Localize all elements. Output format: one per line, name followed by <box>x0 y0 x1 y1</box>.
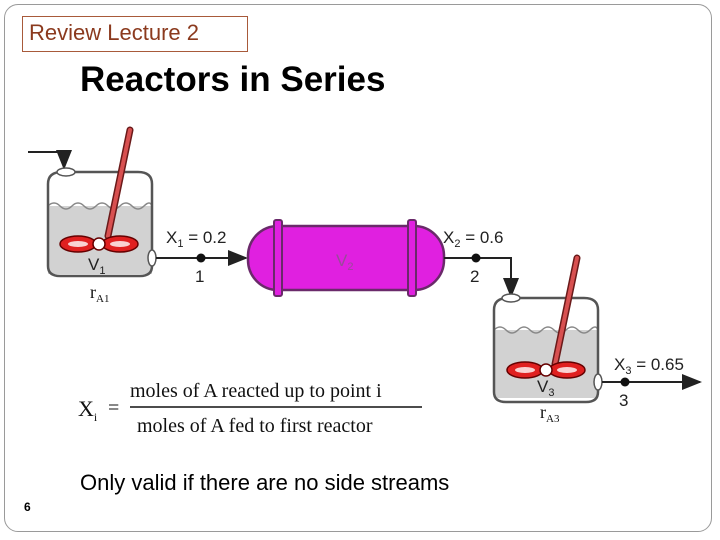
slide-number: 6 <box>24 500 31 514</box>
reactor-2-label: V <box>336 251 348 270</box>
point-2-label: 2 <box>470 267 479 286</box>
rate-1-label: r <box>90 282 96 302</box>
point-1-label: 1 <box>195 267 204 286</box>
svg-text:rA3: rA3 <box>540 402 560 425</box>
sample-point-1 <box>196 253 206 263</box>
stream-2-line <box>444 257 519 298</box>
svg-text:V3: V3 <box>537 377 554 399</box>
rate-1-sub: A1 <box>96 293 109 305</box>
slide-title: Reactors in Series <box>80 60 386 99</box>
conversion-equation: Xi = moles of A reacted up to point i mo… <box>78 380 422 437</box>
feed-line <box>28 150 72 170</box>
reactor-2-sub: 2 <box>347 261 353 273</box>
reactor-1-label: V <box>88 255 100 274</box>
svg-text:V2: V2 <box>336 251 353 273</box>
equation-denominator: moles of A fed to first reactor <box>137 415 373 437</box>
equation-equals: = <box>108 397 119 419</box>
svg-text:V1: V1 <box>88 255 105 277</box>
cstr-3: V3 rA3 <box>492 254 603 425</box>
cstr-1-outlet-cap <box>147 249 157 267</box>
svg-text:rA1: rA1 <box>90 282 109 305</box>
svg-text:Xi: Xi <box>78 396 98 424</box>
slide-frame <box>4 4 712 532</box>
cstr-1-wave <box>47 202 153 210</box>
review-tag: Review Lecture 2 <box>22 16 248 52</box>
cstr-1: V1 rA1 <box>46 126 157 305</box>
rate-3-label: r <box>540 402 546 422</box>
cstr-3-inlet-cap <box>501 293 521 303</box>
stream-1-label: X1 = 0.2 <box>166 228 226 250</box>
sample-point-2 <box>471 253 481 263</box>
cstr-3-wave <box>493 326 599 334</box>
cstr-1-inlet-cap <box>56 167 76 177</box>
point-3-label: 3 <box>619 391 628 410</box>
rate-3-sub: A3 <box>546 413 560 425</box>
pfr-2: V2 <box>246 219 446 297</box>
cstr-3-outlet-cap <box>593 373 603 391</box>
stream-3-label: X3 = 0.65 <box>614 355 684 377</box>
equation-numerator: moles of A reacted up to point i <box>130 380 382 402</box>
sample-point-3 <box>620 377 630 387</box>
equation-lhs: X <box>78 396 94 421</box>
equation-lhs-sub: i <box>94 410 98 424</box>
stream-2-label: X2 = 0.6 <box>443 228 503 250</box>
reactor-3-label: V <box>537 377 549 396</box>
footnote: Only valid if there are no side streams <box>80 470 450 495</box>
reactor-3-sub: 3 <box>548 387 554 399</box>
reactor-1-sub: 1 <box>99 265 105 277</box>
